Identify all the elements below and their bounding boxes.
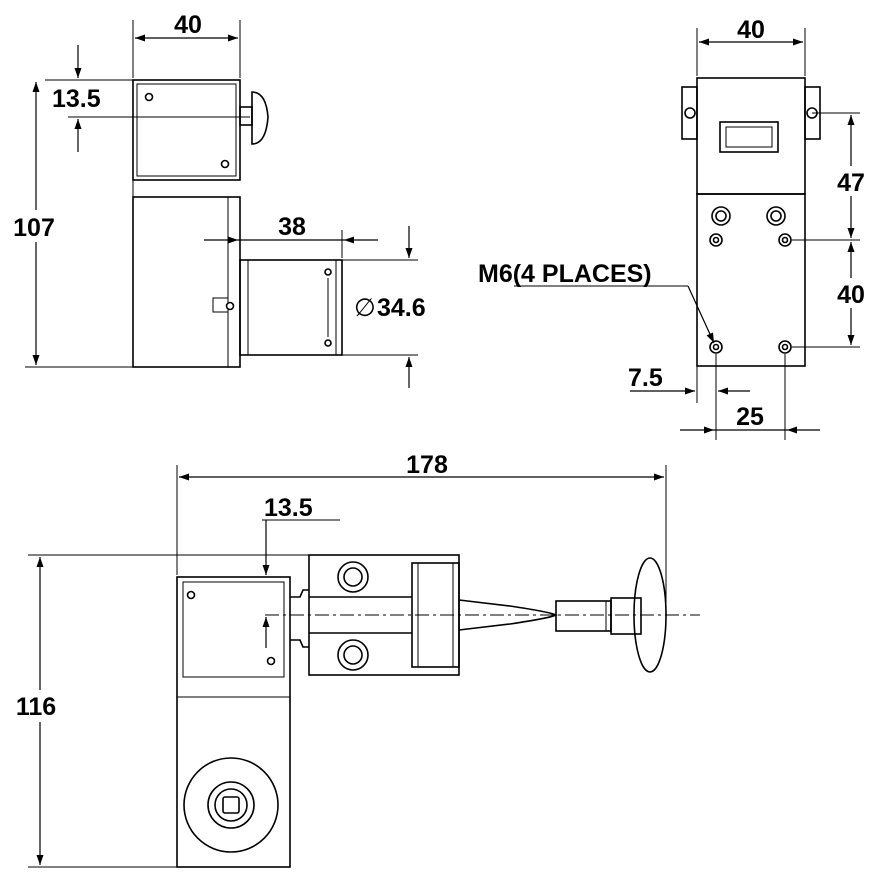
side-screw-hole <box>225 301 235 311</box>
side-tube-hole <box>324 268 332 276</box>
tube-length-label: 38 <box>278 213 306 241</box>
note-leader <box>687 285 715 344</box>
side-offset-label: 13.5 <box>52 85 101 113</box>
key-cylinder-ring <box>207 781 255 829</box>
side-knob-stem <box>239 106 253 126</box>
top-view: 178 13.5 116 <box>4 451 700 868</box>
side-width-label: 40 <box>174 11 202 39</box>
actuator-shaft <box>555 600 612 632</box>
side-screw-hole <box>220 159 230 169</box>
front-mount-hole-inner <box>712 343 720 351</box>
front-mount-hole-inner <box>712 236 720 244</box>
actuator-shaft-end <box>610 597 642 635</box>
key-slot <box>222 796 240 814</box>
top-screw-hole <box>266 656 276 666</box>
tube-diameter-label: 34.6 <box>377 294 426 322</box>
side-tube <box>239 259 343 356</box>
side-height-label: 107 <box>13 214 55 242</box>
actuator-bolt <box>337 561 369 593</box>
front-mount-hole-inner <box>781 343 789 351</box>
side-upper-housing <box>132 79 241 181</box>
front-width-label: 40 <box>737 16 765 44</box>
key-cylinder-core <box>214 788 248 822</box>
front-upper-housing <box>696 77 806 195</box>
front-edge-offset-label: 7.5 <box>628 364 663 392</box>
side-screw-hole <box>144 92 154 102</box>
label-bg <box>830 278 874 308</box>
front-bolt-inner <box>770 210 782 222</box>
front-window-inner <box>725 126 773 148</box>
label-bg <box>4 690 68 722</box>
top-main-body <box>176 576 291 868</box>
top-neck <box>290 589 309 598</box>
diameter-symbol: ∅ <box>354 293 376 322</box>
side-lower-body <box>132 196 241 368</box>
key-cylinder-outer <box>183 757 279 853</box>
front-mount-hole-inner <box>781 236 789 244</box>
front-bolt-inner <box>715 210 727 222</box>
actuator-bolt-inner <box>343 567 363 587</box>
actuator-bolt-inner <box>343 645 363 665</box>
label-bg <box>830 166 874 196</box>
side-knob <box>251 91 269 145</box>
front-hole-spacing-label: 25 <box>736 403 764 431</box>
top-height-label: 116 <box>16 693 56 721</box>
side-tab <box>212 297 229 313</box>
front-lower-body <box>696 193 806 367</box>
top-offset-label: 13.5 <box>264 494 313 522</box>
front-upper-spacing-label: 47 <box>837 169 865 197</box>
side-view: 40 13.5 107 38 ∅ 34.6 <box>4 11 426 388</box>
front-view: 40 47 40 M6(4 PLACES) 7.5 25 <box>478 16 874 440</box>
front-window <box>719 121 779 153</box>
top-screw-hole <box>186 590 196 600</box>
top-cover <box>182 581 285 678</box>
side-tube-hole <box>324 339 332 347</box>
front-lower-spacing-label: 40 <box>837 281 865 309</box>
actuator-bolt <box>337 639 369 671</box>
top-overall-length-label: 178 <box>406 451 448 479</box>
mount-holes-note: M6(4 PLACES) <box>478 260 652 288</box>
top-neck <box>290 639 309 648</box>
label-bg <box>4 210 64 242</box>
front-bracket-hole <box>684 107 696 119</box>
side-upper-housing-inner <box>136 83 237 177</box>
